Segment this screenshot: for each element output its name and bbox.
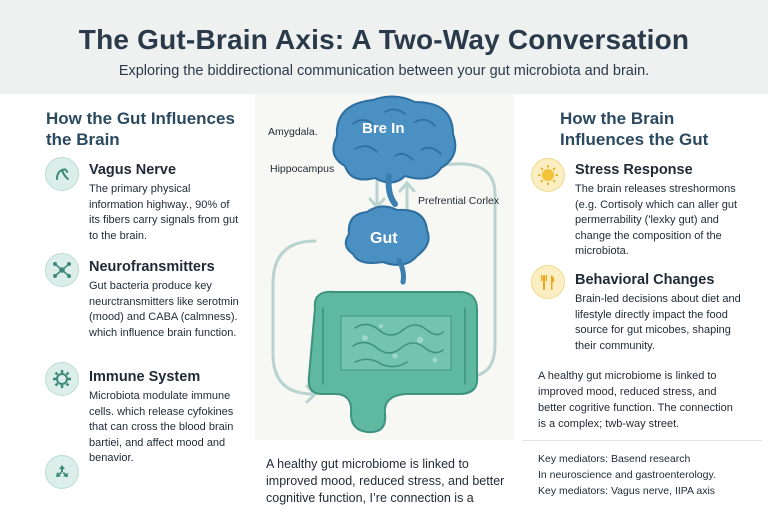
left-loop-arrow: [271, 239, 317, 396]
right-divider: [522, 440, 762, 441]
vagus-nerve-title: Vagus Nerve: [89, 162, 177, 178]
gut-label-blob: [344, 205, 430, 285]
hippocampus-label: Hippocampus: [270, 163, 335, 175]
immune-system-title: Immune System: [89, 369, 201, 385]
vagus-nerve-text: The primary physical information highway…: [89, 183, 239, 242]
utensils-icon: [531, 265, 565, 299]
recycle-icon: [45, 455, 79, 489]
header-banner: [0, 0, 768, 94]
footer-line-1: Key mediators: Basend research: [538, 453, 691, 465]
right-note-text: A healthy gut microbiome is linked to im…: [538, 370, 733, 430]
left-heading: How the Gut Influences the Brain: [46, 109, 235, 149]
amygdala-label: Amygdala.: [268, 126, 318, 138]
page-subtitle: Exploring the biddirectional communicati…: [118, 63, 650, 79]
stress-icon: [531, 158, 565, 192]
footer-line-2: In neuroscience and gastroenterology.: [538, 469, 716, 481]
nerve-icon: [45, 157, 79, 191]
right-footer: Key mediators: Basend research In neuros…: [538, 451, 758, 499]
neurotransmitters-title: Neurofransmitters: [89, 259, 215, 275]
molecule-icon: [45, 253, 79, 287]
stress-response-title: Stress Response: [575, 162, 693, 178]
gear-icon: [45, 362, 79, 396]
left-panel: [0, 94, 255, 512]
stress-response-text: The brain releases streshormons (e.g. Co…: [575, 183, 738, 257]
intestine-illustration: [307, 290, 479, 434]
center-note-box: [255, 440, 514, 512]
right-heading: How the Brain Influences the Gut: [560, 109, 709, 149]
prefrontal-cortex-label: Prefrential Corlex: [418, 195, 500, 207]
gut-brain-diagram: [271, 95, 497, 434]
center-note-text: A healthy gut microbiome is linked to im…: [266, 457, 505, 505]
gut-label: Gut: [370, 230, 398, 247]
immune-system-text: Microbiota modulate immune cells. which …: [89, 390, 234, 464]
footer-line-3: Key mediators: Vagus nerve, IIPA axis: [538, 485, 716, 497]
up-arrow-head: [398, 180, 416, 193]
neurotransmitters-text: Gut bacteria produce key neurctransmitte…: [89, 280, 239, 339]
page-title: The Gut-Brain Axis: A Two-Way Conversati…: [78, 24, 690, 55]
behavioral-changes-title: Behavioral Changes: [575, 272, 715, 288]
brain-label: Bre In: [362, 120, 405, 137]
behavioral-changes-text: Brain-led decisions about diet and lifes…: [575, 293, 741, 352]
brain-illustration: [332, 95, 457, 207]
